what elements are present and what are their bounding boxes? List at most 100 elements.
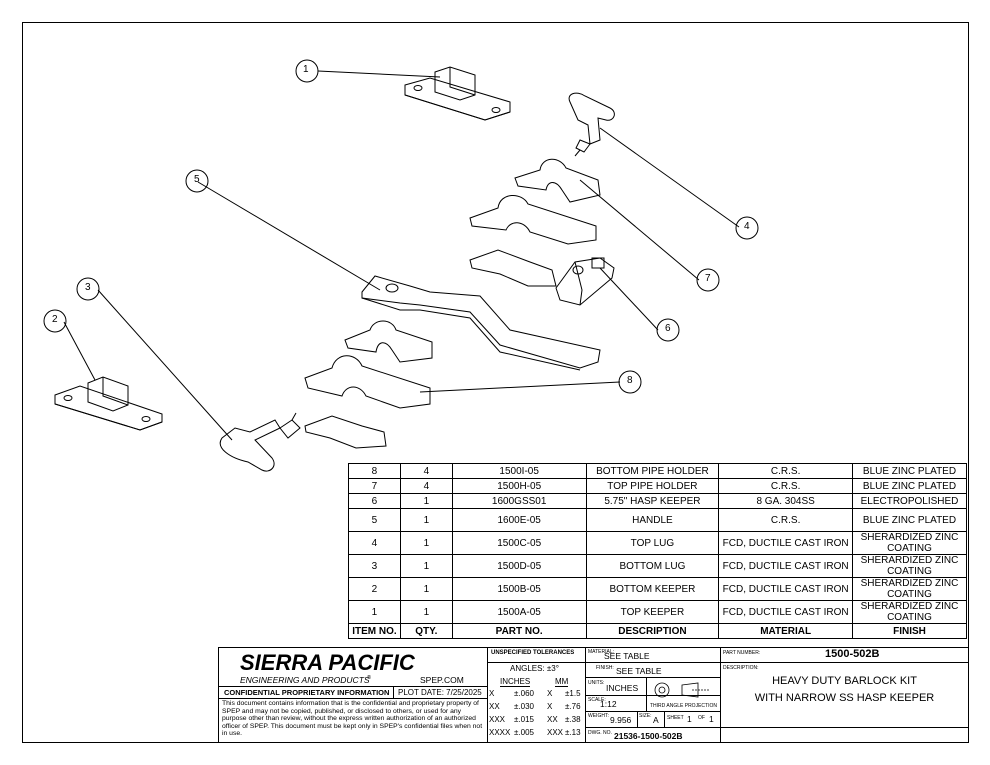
balloon-3: 3 xyxy=(85,282,91,293)
tolerance-mm-k: X xyxy=(547,702,553,711)
angles-tolerance: ANGLES: ±3° xyxy=(510,664,559,673)
description-line-1: HEAVY DUTY BARLOCK KIT xyxy=(772,675,917,687)
part-4-top-lug xyxy=(568,92,615,157)
tolerance-in-k: X xyxy=(489,689,495,698)
bom-cell-material: C.R.S. xyxy=(718,463,853,479)
mm-header: MM xyxy=(555,677,569,687)
description-label: DESCRIPTION: xyxy=(723,665,759,671)
bom-cell-finish: BLUE ZINC PLATED xyxy=(852,508,967,532)
tolerances-title: UNSPECIFIED TOLERANCES xyxy=(491,650,575,656)
bom-cell-material: FCD, DUCTILE CAST IRON xyxy=(718,554,853,578)
size-value: A xyxy=(653,715,659,725)
bom-cell-item: 3 xyxy=(348,554,401,578)
company-name: SIERRA PACIFIC xyxy=(240,650,415,675)
bom-header-item: ITEM NO. xyxy=(348,623,401,639)
bom-cell-desc: 5.75" HASP KEEPER xyxy=(585,493,720,509)
bom-cell-qty: 4 xyxy=(399,463,453,479)
units-value: INCHES xyxy=(606,683,639,693)
bom-header-qty: QTY. xyxy=(399,623,453,639)
bom-cell-finish: SHERARDIZED ZINC COATING xyxy=(852,577,967,601)
bom-cell-desc: BOTTOM PIPE HOLDER xyxy=(585,463,720,479)
balloon-7: 7 xyxy=(705,273,711,284)
bom-cell-part: 1500A-05 xyxy=(451,600,587,624)
tolerance-mm-v: ±1.5 xyxy=(565,689,581,698)
tolerance-in-k: XXXX xyxy=(489,728,511,737)
bom-cell-desc: TOP PIPE HOLDER xyxy=(585,478,720,494)
dwg-no-label: DWG. NO. xyxy=(588,730,612,736)
tolerance-in-v: ±.030 xyxy=(514,702,534,711)
bom-cell-qty: 1 xyxy=(399,508,453,532)
bom-cell-item: 7 xyxy=(348,478,401,494)
scale-label: SCALE: xyxy=(588,697,606,703)
bom-cell-finish: SHERARDIZED ZINC COATING xyxy=(852,531,967,555)
weight-label: WEIGHT: xyxy=(588,713,609,719)
finish-label: FINISH: xyxy=(596,665,614,671)
balloon-8: 8 xyxy=(627,375,633,386)
bom-cell-material: FCD, DUCTILE CAST IRON xyxy=(718,600,853,624)
bom-cell-qty: 1 xyxy=(399,531,453,555)
bom-cell-part: 1500B-05 xyxy=(451,577,587,601)
of-label: OF xyxy=(698,715,705,721)
part-number-value: 1500-502B xyxy=(825,648,880,660)
balloon-2: 2 xyxy=(52,314,58,325)
balloon-6: 6 xyxy=(665,323,671,334)
description-line-2: WITH NARROW SS HASP KEEPER xyxy=(754,692,935,704)
dwg-no-value: 21536-1500-502B xyxy=(614,731,683,741)
tolerance-mm-k: X xyxy=(547,689,553,698)
tolerance-mm-k: XX xyxy=(547,715,558,724)
bom-cell-material: FCD, DUCTILE CAST IRON xyxy=(718,577,853,601)
company-subtitle: ENGINEERING AND PRODUCTS xyxy=(240,675,370,685)
bom-cell-part: 1600E-05 xyxy=(451,508,587,532)
weight-value: 9.956 xyxy=(610,715,632,725)
bom-cell-desc: TOP KEEPER xyxy=(585,600,720,624)
part-3-bottom-lug xyxy=(219,412,301,472)
bom-header-part: PART NO. xyxy=(451,623,587,639)
bom-cell-desc: BOTTOM KEEPER xyxy=(585,577,720,601)
bom-cell-item: 8 xyxy=(348,463,401,479)
sheet-value: 1 xyxy=(687,714,692,724)
part-8-bottom-pipe-holder xyxy=(304,320,433,449)
bom-header-desc: DESCRIPTION xyxy=(585,623,720,639)
balloon-4: 4 xyxy=(744,221,750,232)
registered-mark: ® xyxy=(367,675,372,681)
bom-cell-item: 5 xyxy=(348,508,401,532)
bom-cell-part: 1500D-05 xyxy=(451,554,587,578)
bom-cell-desc: HANDLE xyxy=(585,508,720,532)
sheet-label: SHEET xyxy=(667,715,684,721)
tolerance-in-k: XXX xyxy=(489,715,506,724)
tolerance-mm-v: ±.38 xyxy=(565,715,581,724)
material-label: MATERIAL: xyxy=(588,649,615,655)
tolerance-mm-k: XXX xyxy=(547,728,564,737)
bom-cell-qty: 1 xyxy=(399,600,453,624)
bom-cell-material: C.R.S. xyxy=(718,478,853,494)
part-number-label: PART NUMBER: xyxy=(723,650,761,656)
material-value: SEE TABLE xyxy=(604,651,650,661)
units-label: UNITS: xyxy=(588,680,605,686)
sheet-total: 1 xyxy=(709,714,714,724)
bom-cell-qty: 1 xyxy=(399,554,453,578)
scale-value: 1:12 xyxy=(600,699,617,709)
tolerance-in-k: XX xyxy=(489,702,500,711)
bom-cell-item: 4 xyxy=(348,531,401,555)
bom-cell-qty: 4 xyxy=(399,478,453,494)
projection-label: THIRD ANGLE PROJECTION xyxy=(650,703,717,709)
bom-cell-desc: BOTTOM LUG xyxy=(585,554,720,578)
tolerance-mm-v: ±.13 xyxy=(565,728,581,737)
bom-cell-qty: 1 xyxy=(399,493,453,509)
drawing-border xyxy=(22,22,969,743)
bom-cell-material: C.R.S. xyxy=(718,508,853,532)
bom-cell-finish: ELECTROPOLISHED xyxy=(852,493,967,509)
company-website: SPEP.COM xyxy=(420,675,464,685)
bom-header-finish: FINISH xyxy=(852,623,967,639)
bom-cell-material: 8 GA. 304SS xyxy=(718,493,853,509)
